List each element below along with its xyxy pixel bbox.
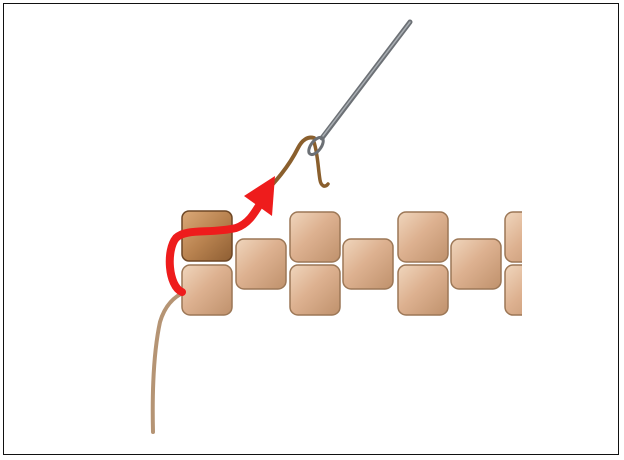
needle-icon <box>307 19 413 157</box>
tail-thread <box>150 290 187 434</box>
bead <box>289 211 341 263</box>
bead <box>397 211 449 263</box>
bottom-row <box>181 264 522 316</box>
top-row <box>289 211 522 263</box>
bead-rows <box>181 211 522 316</box>
bead <box>504 264 522 316</box>
bead <box>235 238 287 290</box>
bead <box>397 264 449 316</box>
bead <box>450 238 502 290</box>
bead <box>504 211 522 263</box>
bead <box>289 264 341 316</box>
red-arrow-icon <box>165 176 275 296</box>
middle-row <box>235 238 502 290</box>
bead <box>342 238 394 290</box>
bead <box>181 264 233 316</box>
diagram-frame <box>3 3 619 455</box>
